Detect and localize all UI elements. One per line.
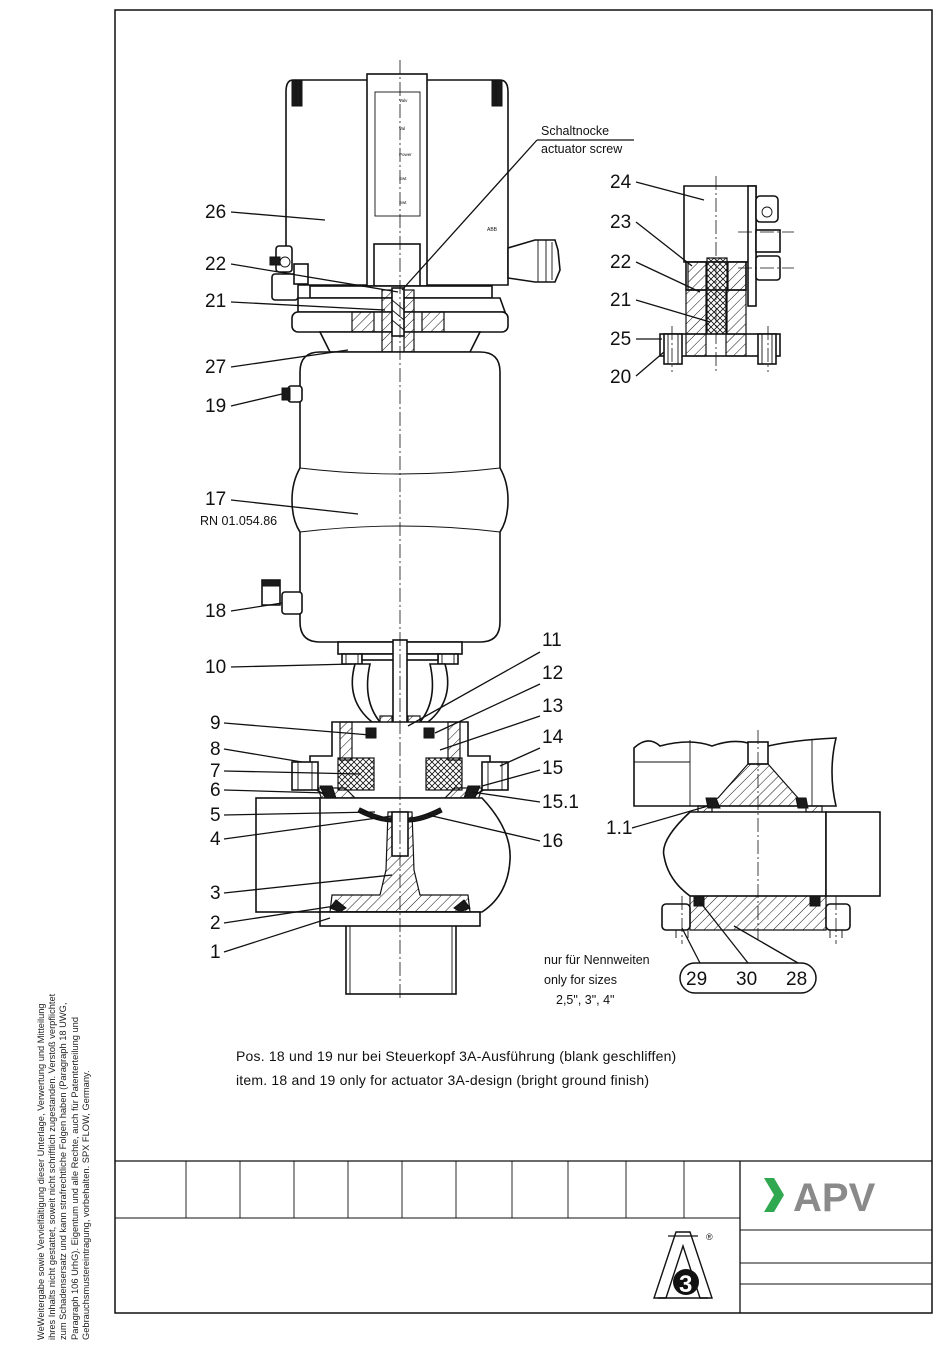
right-position-labels: 11 12 13 14 15 15.1 16 xyxy=(407,630,579,852)
detail-pos-23: 23 xyxy=(610,212,631,233)
pos-11: 11 xyxy=(542,630,562,651)
pos-21: 21 xyxy=(205,291,226,312)
detail-pos-25: 25 xyxy=(610,329,631,350)
remark-en: item. 18 and 19 only for actuator 3A-des… xyxy=(236,1072,649,1088)
detail-pos-1-1: 1.1 xyxy=(606,818,632,839)
pos-12: 12 xyxy=(542,663,563,684)
callout-en: actuator screw xyxy=(541,142,623,156)
detail-pos-30: 30 xyxy=(736,969,757,990)
title-block-columns xyxy=(185,1161,685,1218)
actuator-cylinder xyxy=(291,351,509,643)
pos-4: 4 xyxy=(210,829,221,850)
svg-text:Val: Val xyxy=(399,126,405,131)
pos-17: 17 xyxy=(205,489,226,510)
pos-15-1: 15.1 xyxy=(542,792,579,813)
pos-13: 13 xyxy=(542,696,563,717)
3a-mark-digit: 3 xyxy=(679,1271,692,1298)
remark-de: Pos. 18 und 19 nur bei Steuerkopf 3A-Aus… xyxy=(236,1048,676,1064)
callout-de: Schaltnocke xyxy=(541,124,609,138)
svg-text:Valv: Valv xyxy=(399,98,408,103)
pos-7: 7 xyxy=(210,761,221,782)
svg-text:Swt: Swt xyxy=(399,200,407,205)
pos-2: 2 xyxy=(210,913,221,934)
control-head: Valv Val Power Swt Swt ABB xyxy=(269,73,561,301)
pos-10: 10 xyxy=(205,657,226,678)
pos-22: 22 xyxy=(205,254,226,275)
pos-3: 3 xyxy=(210,883,221,904)
detail-pos-21: 21 xyxy=(610,290,631,311)
size-note-en: only for sizes xyxy=(544,973,617,987)
3a-mark-registered: ® xyxy=(706,1232,713,1242)
size-note-values: 2,5", 3", 4" xyxy=(556,993,614,1007)
pos-14: 14 xyxy=(542,727,564,748)
detail-pos-28: 28 xyxy=(786,969,807,990)
main-assembly-view: Valv Val Power Swt Swt ABB xyxy=(255,60,561,1000)
detail-pos-22: 22 xyxy=(610,252,631,273)
pos-1: 1 xyxy=(210,942,221,963)
detail-pos-20: 20 xyxy=(610,367,631,388)
pos-18: 18 xyxy=(205,601,226,622)
3a-sanitary-mark: 3 ® xyxy=(653,1231,713,1299)
pos-5: 5 xyxy=(210,805,221,826)
pos-16: 16 xyxy=(542,831,563,852)
pos-27: 27 xyxy=(205,357,226,378)
ref-17: RN 01.054.86 xyxy=(200,514,277,528)
detail-pos-29: 29 xyxy=(686,969,707,990)
svg-text:Power: Power xyxy=(399,152,412,157)
svg-text:Swt: Swt xyxy=(399,176,407,181)
apv-logo-text: APV xyxy=(793,1176,876,1220)
pos-19: 19 xyxy=(205,396,226,417)
title-block: APV 3 ® xyxy=(115,1160,932,1313)
drawing-frame xyxy=(114,9,933,1314)
pos-26: 26 xyxy=(205,202,226,223)
actuator-screw-callout: Schaltnocke actuator screw xyxy=(401,124,634,291)
detail-pos-24: 24 xyxy=(610,172,632,193)
size-note-de: nur für Nennweiten xyxy=(544,953,650,967)
detail-size-variant: 1.1 29 30 28 nur für Nennweiten only for… xyxy=(544,730,881,1007)
detail-actuator-screw: 24 23 22 21 25 20 xyxy=(610,172,794,388)
pos-15: 15 xyxy=(542,758,563,779)
svg-text:ABB: ABB xyxy=(487,227,498,233)
pos-9: 9 xyxy=(210,713,221,734)
pos-8: 8 xyxy=(210,739,221,760)
left-position-labels: 26 22 21 27 19 17 RN 01.054.86 18 10 9 8… xyxy=(200,202,399,963)
apv-logo: APV xyxy=(764,1176,876,1220)
pos-6: 6 xyxy=(210,780,221,801)
